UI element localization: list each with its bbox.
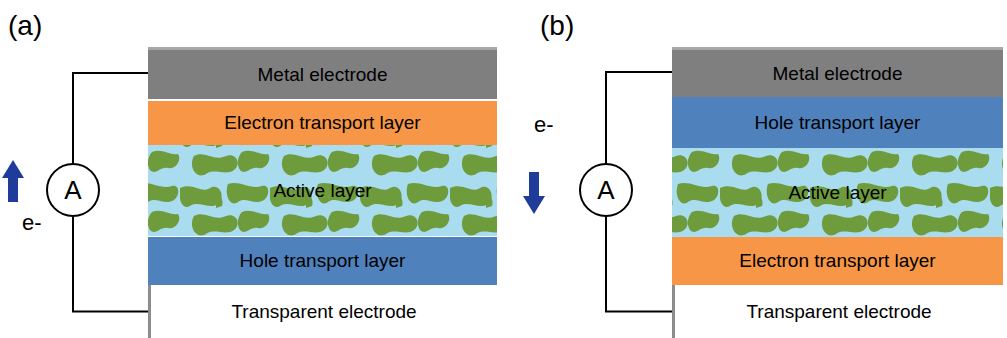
layer-label: Transparent electrode [746,301,931,323]
layer-band: Active layer [672,148,1003,237]
circuit-wire [606,217,672,312]
layer-label: Metal electrode [773,63,903,85]
ammeter-circle: A [579,163,633,217]
layer-label: Hole transport layer [755,112,921,134]
layer-band: Hole transport layer [672,97,1003,148]
layer-band: Metal electrode [672,47,1003,97]
layer-label: Transparent electrode [231,301,416,323]
ammeter-label: A [64,175,81,206]
layer-band: Hole transport layer [148,237,497,285]
active-texture [148,145,497,236]
electron-arrow [8,176,18,202]
layer-band: Transparent electrode [672,285,1003,338]
layer-label: Active layer [273,180,371,202]
ammeter-label: A [597,175,614,206]
ammeter-circle: A [46,163,100,217]
layer-label: Hole transport layer [240,250,406,272]
circuit-wire [73,217,148,312]
layer-band: Transparent electrode [148,285,497,338]
layer-band: Active layer [148,145,497,236]
layer-band: Metal electrode [148,47,497,99]
electron-arrow [523,196,545,214]
layer-band: Electron transport layer [672,237,1003,285]
circuit-wire [73,73,148,163]
electron-arrow [529,172,539,198]
layer-label: Metal electrode [258,64,388,86]
layer-band: Electron transport layer [148,101,497,145]
layer-label: Active layer [788,182,886,204]
electron-label: e- [534,112,554,138]
panel-label: (b) [540,10,574,42]
electron-arrow [2,160,24,178]
panel-label: (a) [8,10,42,42]
layer-label: Electron transport layer [224,112,420,134]
circuit-wire [606,72,672,163]
electron-label: e- [22,210,42,236]
layer-label: Electron transport layer [739,250,935,272]
active-texture [672,148,1003,237]
